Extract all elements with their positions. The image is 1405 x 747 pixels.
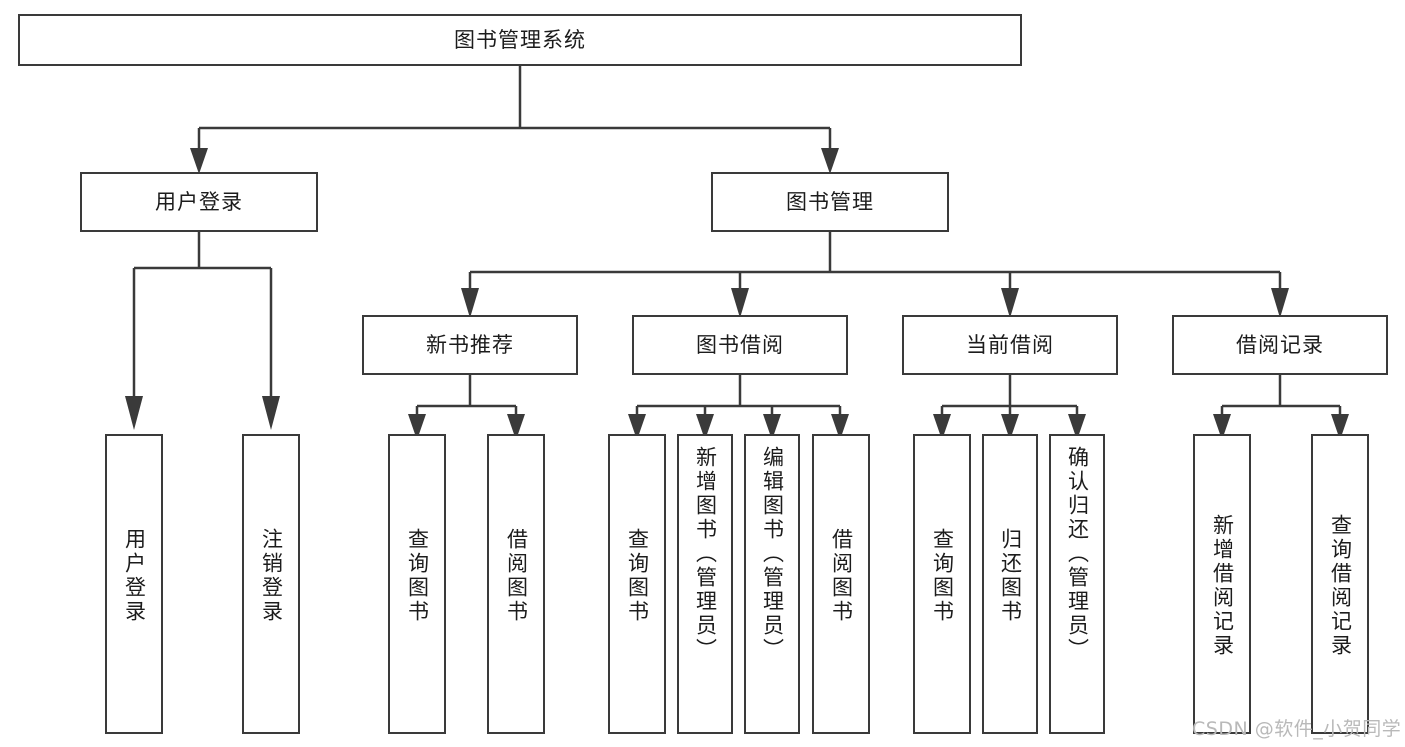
node-label: 图书管理 — [786, 189, 874, 214]
csdn-watermark: CSDN @软件_小贺同学 — [1192, 718, 1402, 740]
leaf-user-login[interactable]: 用户登录 — [105, 434, 163, 734]
node-label: 查询图书 — [930, 528, 955, 624]
node-label: 新增图书（管理员） — [693, 446, 718, 662]
leaf-return-books[interactable]: 归还图书 — [982, 434, 1038, 734]
leaf-query-borrow-record[interactable]: 查询借阅记录 — [1311, 434, 1369, 734]
node-label: 借阅记录 — [1236, 332, 1324, 357]
leaf-add-borrow-record[interactable]: 新增借阅记录 — [1193, 434, 1251, 734]
node-label: 新增借阅记录 — [1210, 514, 1235, 658]
node-label: 归还图书 — [998, 528, 1023, 624]
leaf-logout[interactable]: 注销登录 — [242, 434, 300, 734]
leaf-add-book-admin[interactable]: 新增图书（管理员） — [677, 434, 733, 734]
leaf-confirm-return-admin[interactable]: 确认归还（管理员） — [1049, 434, 1105, 734]
node-label: 用户登录 — [155, 189, 243, 214]
node-label: 借阅图书 — [504, 528, 529, 624]
node-label: 图书管理系统 — [454, 27, 586, 52]
node-label: 当前借阅 — [966, 332, 1054, 357]
node-current-borrowing[interactable]: 当前借阅 — [902, 315, 1118, 375]
leaf-query-books-current[interactable]: 查询图书 — [913, 434, 971, 734]
node-label: 编辑图书（管理员） — [760, 446, 785, 662]
node-label: 查询图书 — [625, 528, 650, 624]
node-user-login[interactable]: 用户登录 — [80, 172, 318, 232]
node-label: 查询图书 — [405, 528, 430, 624]
leaf-query-books-recommend[interactable]: 查询图书 — [388, 434, 446, 734]
leaf-borrow-books[interactable]: 借阅图书 — [812, 434, 870, 734]
leaf-borrow-books-recommend[interactable]: 借阅图书 — [487, 434, 545, 734]
node-borrowing-record[interactable]: 借阅记录 — [1172, 315, 1388, 375]
node-label: 注销登录 — [259, 528, 284, 624]
leaf-edit-book-admin[interactable]: 编辑图书（管理员） — [744, 434, 800, 734]
leaf-query-books-borrow[interactable]: 查询图书 — [608, 434, 666, 734]
node-new-book-recommendation[interactable]: 新书推荐 — [362, 315, 578, 375]
node-book-management[interactable]: 图书管理 — [711, 172, 949, 232]
node-label: 查询借阅记录 — [1328, 514, 1353, 658]
node-label: 用户登录 — [122, 528, 147, 624]
node-label: 新书推荐 — [426, 332, 514, 357]
node-label: 图书借阅 — [696, 332, 784, 357]
node-book-borrowing[interactable]: 图书借阅 — [632, 315, 848, 375]
node-root-library-management-system[interactable]: 图书管理系统 — [18, 14, 1022, 66]
node-label: 确认归还（管理员） — [1065, 446, 1090, 662]
node-label: 借阅图书 — [829, 528, 854, 624]
